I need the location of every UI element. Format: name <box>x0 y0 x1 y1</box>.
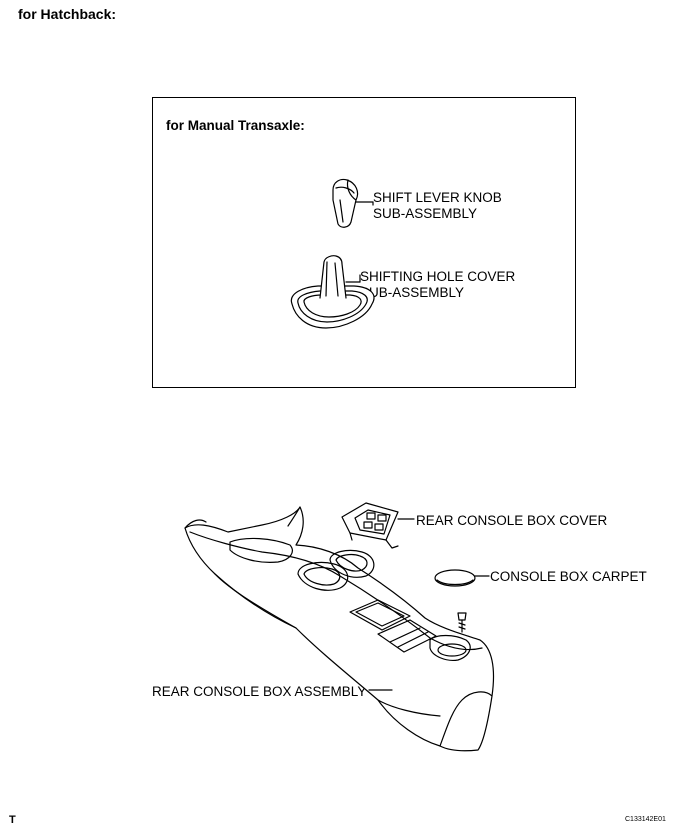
rear-console-box-cover-drawing <box>341 502 415 549</box>
shift-lever-knob-label-line1: SHIFT LEVER KNOB <box>373 190 502 205</box>
shifting-hole-cover-drawing <box>290 255 375 329</box>
console-box-carpet-drawing <box>434 569 490 587</box>
console-box-carpet-label: CONSOLE BOX CARPET <box>490 569 647 584</box>
shifting-hole-cover-label-line1: SHIFTING HOLE COVER <box>360 269 516 284</box>
figure-code: C133142E01 <box>625 816 666 823</box>
rear-console-box-assembly-drawing <box>184 506 495 752</box>
manual-transaxle-frame <box>152 97 576 388</box>
shift-lever-knob-label-line2: SUB-ASSEMBLY <box>373 206 478 221</box>
shifting-hole-cover-label-line2: SUB-ASSEMBLY <box>360 285 465 300</box>
rear-console-box-cover-label: REAR CONSOLE BOX COVER <box>416 513 608 528</box>
shift-lever-knob-drawing <box>332 178 374 228</box>
footer-mark: T <box>9 814 16 826</box>
manual-transaxle-title: for Manual Transaxle: <box>166 118 305 133</box>
shifting-hole-cover-label: SHIFTING HOLE COVER SUB-ASSEMBLY <box>360 269 515 301</box>
rear-console-box-assembly-label: REAR CONSOLE BOX ASSEMBLY <box>152 684 367 699</box>
shift-lever-knob-label: SHIFT LEVER KNOB SUB-ASSEMBLY <box>373 190 502 222</box>
section-title: for Hatchback: <box>18 6 117 22</box>
